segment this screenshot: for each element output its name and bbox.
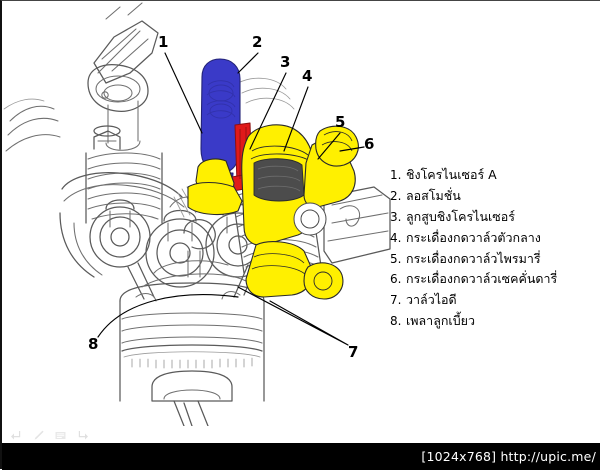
- footer-text: [1024x768] http://upic.me/: [421, 449, 600, 464]
- source-url-label: http://upic.me/: [500, 449, 596, 464]
- legend-number-6: 6.: [390, 272, 402, 287]
- legend-item-1: 1. ชิงโครไนเซอร์ A: [390, 167, 600, 182]
- legend-number-3: 3.: [390, 209, 402, 224]
- engine-valve-train-diagram: .ln{fill:none;stroke:#6f6f6f;stroke-widt…: [2, 1, 392, 426]
- legend-label-3: ลูกสูบชิงโครไนเซอร์: [406, 208, 515, 224]
- legend-number-8: 8.: [390, 314, 402, 329]
- legend-number-4: 4.: [390, 230, 402, 245]
- callout-4: 4: [302, 67, 312, 85]
- legend-label-8: เพลาลูกเบี้ยว: [406, 313, 475, 329]
- legend-number-2: 2.: [390, 188, 402, 203]
- legend-item-6: 6. กระเดื่องกดวาล์วเซคคั่นดารี่: [390, 273, 600, 286]
- legend-label-7: วาล์วไอดี: [406, 292, 457, 308]
- legend-item-4: 4. กระเดื่องกดวาล์วตัวกลาง: [390, 229, 600, 245]
- legend-number-5: 5.: [390, 251, 402, 266]
- legend-item-7: 7. วาล์วไอดี: [390, 294, 600, 307]
- legend-label-6: กระเดื่องกดวาล์วเซคคั่นดารี่: [406, 271, 558, 287]
- callout-6: 6: [364, 135, 374, 153]
- image-dimensions-label: [1024x768]: [421, 449, 497, 464]
- callout-1: 1: [158, 33, 168, 51]
- legend-item-5: 5. กระเดื่องกดวาล์วไพรมารี่: [390, 250, 600, 266]
- legend-item-2: 2. ลอสโมชั่น: [390, 187, 600, 203]
- back-arrow-icon[interactable]: [10, 429, 23, 442]
- legend-label-5: กระเดื่องกดวาล์วไพรมารี่: [406, 250, 541, 266]
- callout-2: 2: [252, 33, 262, 51]
- legend-label-2: ลอสโมชั่น: [406, 187, 461, 203]
- callout-3: 3: [280, 53, 290, 71]
- legend-label-1: ชิงโครไนเซอร์ A: [406, 167, 497, 182]
- image-toolbar[interactable]: [10, 427, 89, 443]
- callout-5: 5: [335, 113, 345, 131]
- pencil-icon[interactable]: [32, 429, 45, 442]
- callout-7: 7: [348, 343, 358, 361]
- parts-legend-list: 1. ชิงโครไนเซอร์ A 2. ลอสโมชั่น 3. ลูกสู…: [390, 167, 600, 336]
- callout-8: 8: [88, 335, 98, 353]
- list-icon[interactable]: [54, 429, 67, 442]
- legend-number-7: 7.: [390, 293, 402, 308]
- legend-item-3: 3. ลูกสูบชิงโครไนเซอร์: [390, 208, 600, 224]
- footer-status-bar: [1024x768] http://upic.me/: [2, 443, 600, 470]
- legend-number-1: 1.: [390, 168, 402, 182]
- legend-label-4: กระเดื่องกดวาล์วตัวกลาง: [406, 229, 541, 245]
- legend-item-8: 8. เพลาลูกเบี้ยว: [390, 315, 600, 328]
- forward-arrow-icon[interactable]: [76, 429, 89, 442]
